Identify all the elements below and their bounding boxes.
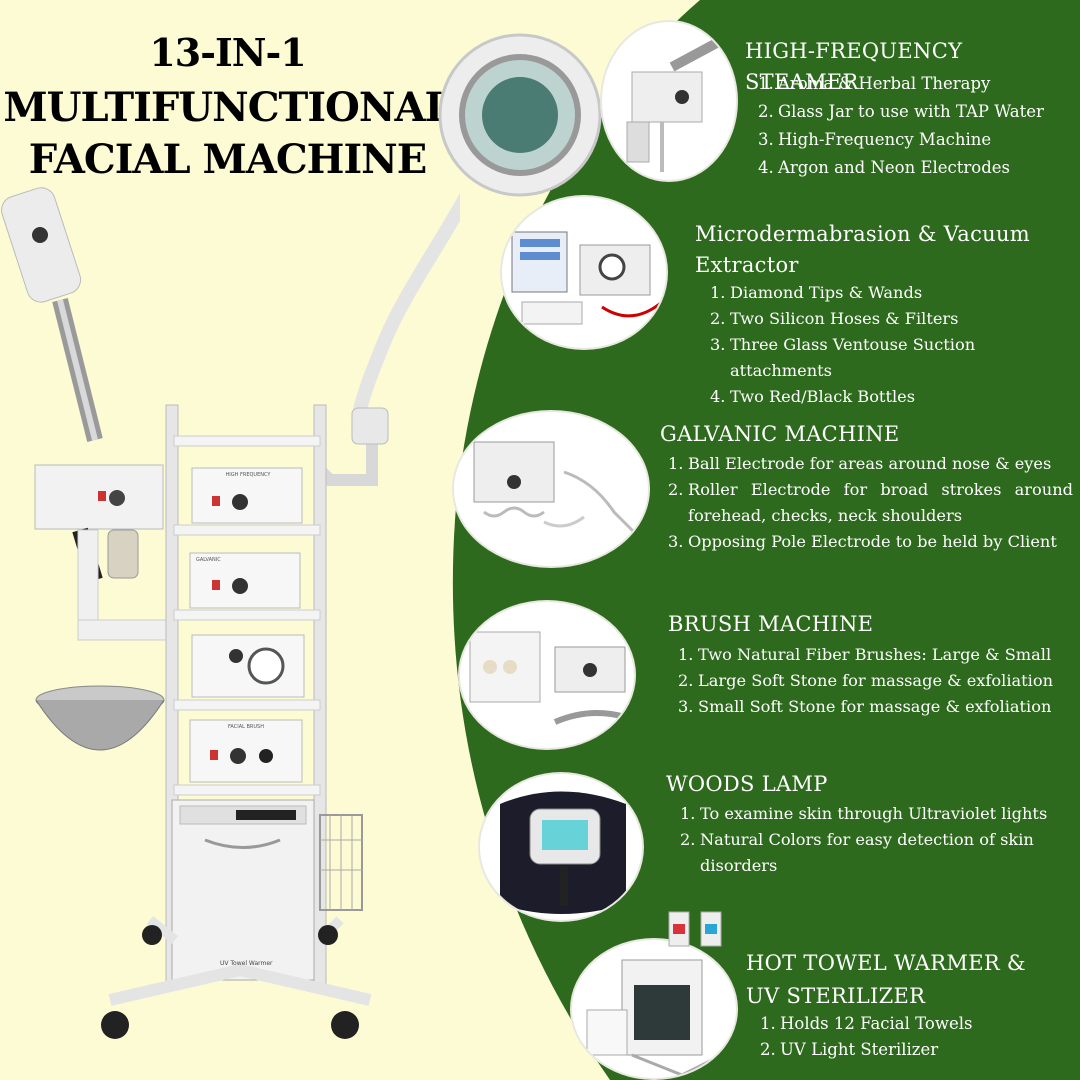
section-list-woods-lamp: 1.To examine skin through Ultraviolet li… (680, 801, 1065, 879)
section-list-galvanic-machine: 1.Ball Electrode for areas around nose &… (668, 451, 1073, 555)
list-item: 2.Large Soft Stone for massage & exfolia… (678, 671, 1054, 690)
section-list-high-frequency-steamer: 1.Aroma & Herbal Therapy 2.Glass Jar to … (758, 71, 1078, 181)
label-galvanic: GALVANIC (196, 557, 221, 563)
wheel (142, 925, 162, 945)
headline-line-2: MULTIFUNCTIONAL (3, 84, 452, 131)
uv-cartridges-icon (668, 911, 722, 947)
list-item: 1.Holds 12 Facial Towels (760, 1014, 973, 1033)
label-high-frequency: HIGH FREQUENCY (225, 472, 271, 478)
list-item: 3.High-Frequency Machine (758, 130, 992, 149)
section-list-hot-towel-warmer: 1.Holds 12 Facial Towels 2.UV Light Ster… (760, 1011, 1060, 1063)
section-title-microdermabrasion: Microdermabrasion & Vacuum Extractor (695, 222, 1030, 277)
section-title-hot-towel-warmer: HOT TOWEL WARMER & UV STERILIZER (746, 951, 1026, 1008)
section-title-high-frequency-steamer: HIGH-FREQUENCY STEAMER (745, 39, 963, 94)
woods-lamp-image (478, 772, 644, 922)
steamer-head (1, 187, 82, 303)
wheel (331, 1011, 359, 1039)
label-facial-brush: FACIAL BRUSH (227, 724, 264, 730)
magnifying-lamp-icon (438, 33, 602, 197)
section-list-brush-machine: 1.Two Natural Fiber Brushes: Large & Sma… (678, 642, 1078, 720)
list-item: 1.To examine skin through Ultraviolet li… (680, 804, 1048, 823)
wheel (318, 925, 338, 945)
list-item: 3.Three Glass Ventouse Suction attachmen… (710, 335, 976, 380)
list-item: 1.Ball Electrode for areas around nose &… (668, 454, 1052, 473)
list-item: 2.Two Silicon Hoses & Filters (710, 309, 959, 328)
list-item: 1.Two Natural Fiber Brushes: Large & Sma… (678, 645, 1052, 664)
uv-towel-warmer (171, 799, 315, 981)
wheel (101, 1011, 129, 1039)
list-item: 3.Opposing Pole Electrode to be held by … (668, 532, 1057, 551)
section-title-woods-lamp: WOODS LAMP (666, 772, 828, 796)
high-frequency-unit (191, 467, 303, 524)
list-item: 2.Glass Jar to use with TAP Water (758, 102, 1044, 121)
list-item: 2.Natural Colors for easy detection of s… (680, 830, 1034, 875)
headline-line-3: FACIAL MACHINE (28, 136, 427, 183)
list-item: 1.Diamond Tips & Wands (710, 283, 923, 302)
list-item: 4.Two Red/Black Bottles (710, 387, 916, 406)
list-item: 1.Aroma & Herbal Therapy (758, 74, 991, 93)
headline-line-1: 13-IN-1 (149, 30, 306, 75)
label-uv-towel-warmer: UV Towel Warmer (220, 960, 273, 967)
list-item: 4.Argon and Neon Electrodes (758, 158, 1011, 177)
brush-machine-image (458, 600, 636, 750)
section-list-microdermabrasion: 1.Diamond Tips & Wands 2.Two Silicon Hos… (710, 280, 1010, 410)
towel-warmer-image (570, 938, 738, 1080)
lamp-arm (351, 193, 460, 442)
section-title-brush-machine: BRUSH MACHINE (668, 612, 874, 636)
section-title-galvanic-machine: GALVANIC MACHINE (660, 422, 900, 446)
microdermabrasion-image (500, 195, 668, 350)
list-item: 3.Small Soft Stone for massage & exfolia… (678, 697, 1052, 716)
tower-base (108, 963, 372, 1006)
steamer-image (600, 20, 738, 182)
galvanic-image (452, 410, 650, 568)
list-item: 2.UV Light Sterilizer (760, 1040, 939, 1059)
machine-illustration (1, 187, 460, 1039)
facial-brush-unit (189, 719, 303, 783)
list-item: 2.Roller Electrode for broad strokes aro… (668, 480, 1073, 525)
